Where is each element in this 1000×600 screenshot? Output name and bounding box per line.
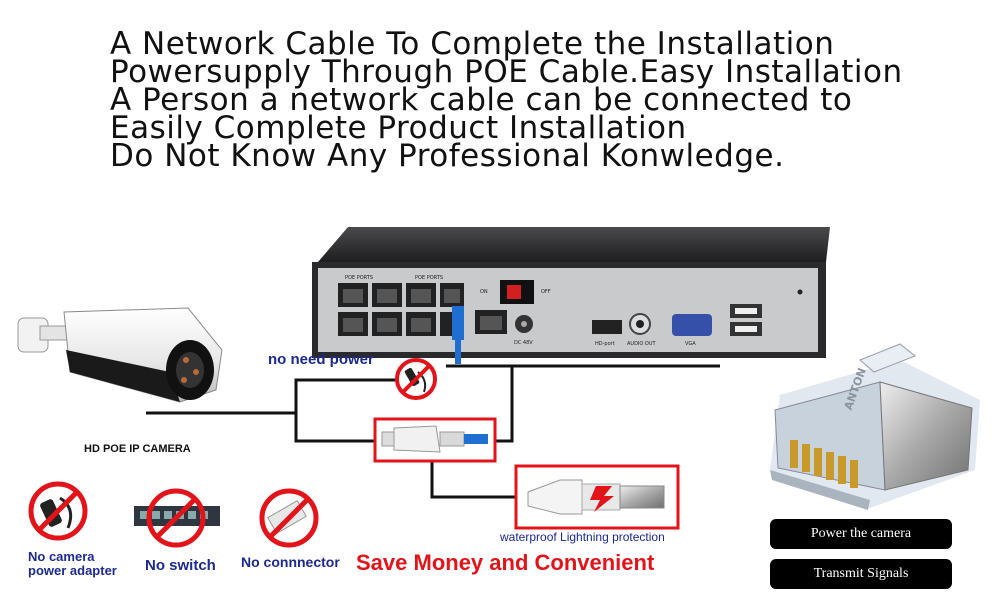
connector-box [373, 417, 497, 463]
headline: A Network Cable To Complete the Installa… [110, 26, 990, 174]
nvr-recorder: POE PORTS POE PORTS ON OFF DC 48V HD-po [312, 227, 830, 364]
no-power-icon [395, 358, 437, 400]
power-the-camera-text: Power the camera [810, 526, 912, 541]
no-switch-icon [134, 488, 220, 548]
power-the-camera-badge: Power the camera [770, 519, 952, 549]
poe-ports-label-2: POE PORTS [415, 275, 443, 281]
vga-port [672, 314, 712, 336]
hdport-label: HD-port [595, 341, 615, 347]
lightning-icon [590, 486, 614, 512]
poe-port-grid [338, 283, 464, 336]
no-need-power-label: no need power [268, 351, 374, 368]
camera-label: HD POE IP CAMERA [84, 443, 191, 455]
headline-line-2: Powersupply Through POE Cable.Easy Insta… [110, 54, 903, 90]
save-money-label: Save Money and Convenient [356, 550, 655, 575]
blue-patch-cable [452, 306, 464, 340]
no-switch-label: No switch [145, 557, 216, 574]
headline-line-1: A Network Cable To Complete the Installa… [110, 26, 835, 62]
waterproof-connector-box [514, 464, 680, 530]
vga-label: VGA [685, 341, 696, 347]
poe-ports-label-1: POE PORTS [345, 275, 373, 281]
headline-line-3: A Person a network cable can be connecte… [110, 82, 853, 118]
waterproof-label: waterproof Lightning protection [499, 530, 665, 544]
dc-label: DC 48V [514, 340, 533, 346]
no-connector-icon [259, 488, 319, 548]
transmit-signals-badge: Transmit Signals [770, 559, 952, 589]
off-label: OFF [541, 289, 551, 295]
no-connector-label: No connnector [241, 554, 340, 570]
headline-line-4: Easily Complete Product Installation [110, 110, 687, 146]
hdmi-port [592, 320, 622, 334]
headline-line-5: Do Not Know Any Professional Konwledge. [110, 138, 785, 174]
rj45-connector: ANTON [770, 343, 980, 510]
no-adapter-icon [28, 481, 88, 541]
no-adapter-label-1: No camera [28, 549, 95, 564]
audio-label: AUDIO OUT [627, 341, 657, 347]
transmit-signals-text: Transmit Signals [813, 566, 909, 581]
bullet-camera [17, 307, 223, 403]
no-adapter-label-2: power adapter [28, 563, 117, 578]
on-label: ON [480, 289, 488, 295]
network-wiring [146, 364, 720, 499]
